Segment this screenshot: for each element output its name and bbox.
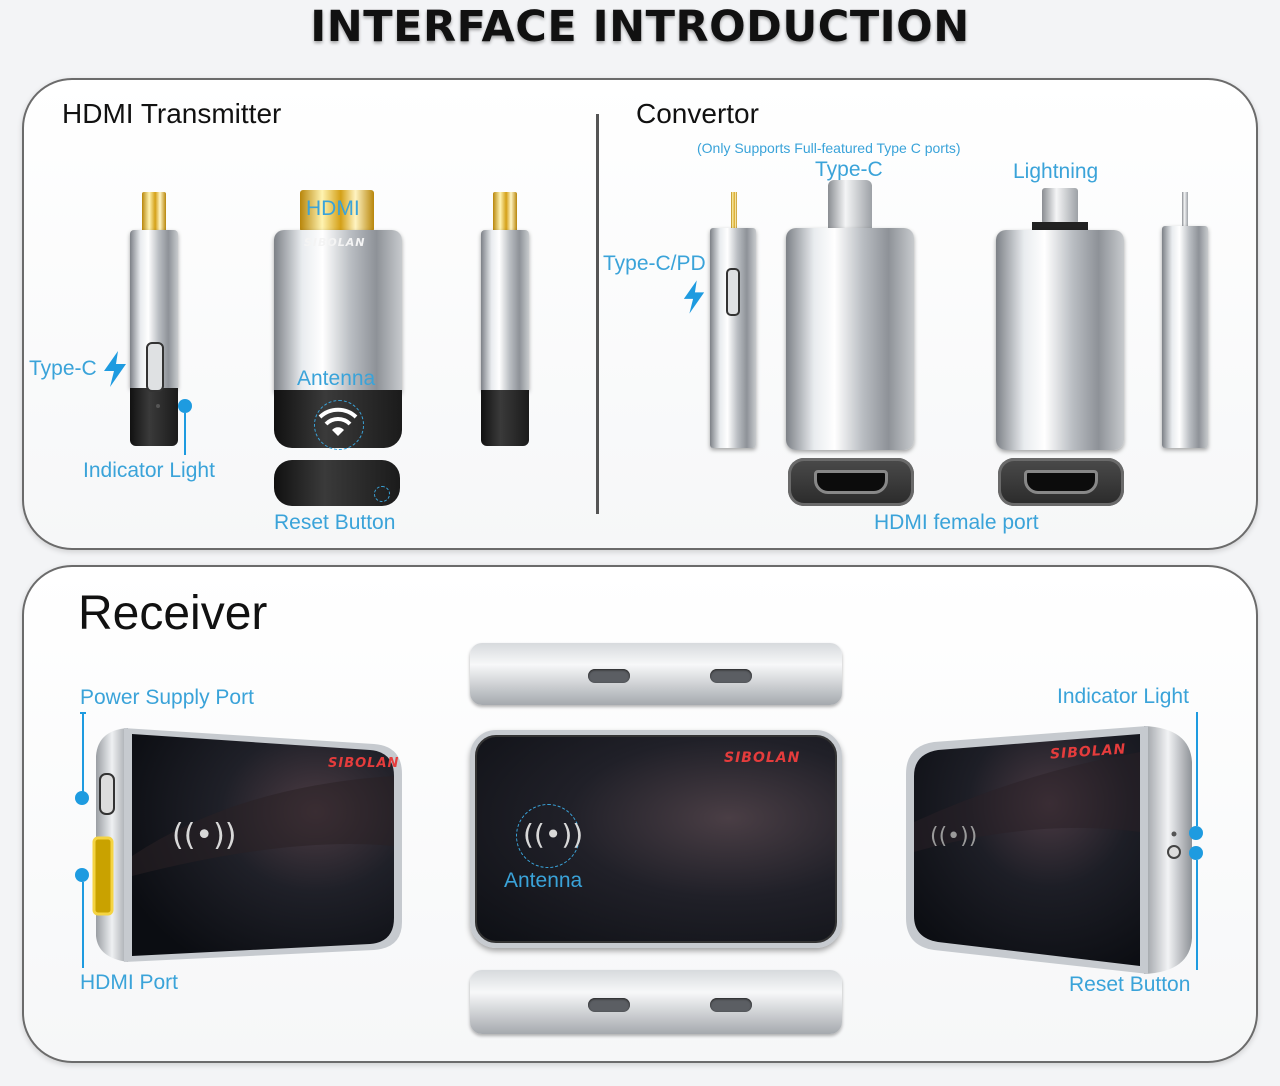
convertor-note: (Only Supports Full-featured Type C port… — [697, 140, 961, 156]
receiver-heading: Receiver — [78, 587, 268, 640]
power-port-marker — [75, 791, 89, 805]
hdmi-female-port-left — [788, 458, 914, 506]
lightning-bolt-icon — [683, 280, 705, 314]
hdmi-female-port-right — [998, 458, 1124, 506]
convertor-type-c-pd-label: Type-C/PD — [603, 252, 706, 275]
transmitter-cap — [130, 388, 178, 446]
receiver-right-angled-view — [906, 726, 1192, 974]
tx-hdmi-label: HDMI — [306, 197, 360, 220]
convertor-type-c — [786, 180, 916, 510]
type-c-port — [146, 342, 164, 392]
indicator-light — [156, 404, 160, 408]
receiver-top-edge-view — [470, 643, 842, 705]
receiver-top-slot-right — [710, 669, 752, 683]
transmitter-front-body — [274, 230, 402, 392]
receiver-center-brand: SIBOLAN — [724, 750, 801, 766]
indicator-light-marker — [1189, 826, 1203, 840]
type-c-pd-port — [726, 268, 740, 316]
page-title: INTERFACE INTRODUCTION — [310, 2, 970, 52]
lightning-side-body — [1162, 226, 1208, 448]
type-c-convertor-body — [786, 228, 914, 450]
transmitter-front-view: SIBOLAN — [274, 190, 402, 510]
rx-indicator-light-label: Indicator Light — [1057, 685, 1189, 708]
tx-reset-button-label: Reset Button — [274, 511, 396, 534]
hdmi-port-label: HDMI Port — [80, 971, 179, 994]
receiver-bottom-slot-right — [710, 998, 752, 1012]
hdmi-plug — [300, 190, 374, 232]
power-supply-port-label: Power Supply Port — [80, 686, 254, 709]
transmitter-pin-right — [493, 192, 517, 232]
convertor-side-view-lightning — [1162, 192, 1210, 450]
tx-type-c-label: Type-C — [29, 357, 97, 380]
lightning-side-pin — [1182, 192, 1188, 228]
indicator-light-leader — [1196, 712, 1198, 826]
convertor-heading: Convertor — [636, 98, 759, 129]
transmitter-heading: HDMI Transmitter — [62, 98, 282, 129]
indicator-light-marker — [178, 399, 192, 413]
transmitter-side-view-right — [481, 192, 529, 450]
antenna-waves-icon: ((•)) — [172, 818, 237, 853]
convertor-type-c-label: Type-C — [815, 158, 883, 181]
hdmi-female-port-label: HDMI female port — [874, 511, 1039, 534]
receiver-left-brand: SIBOLAN — [328, 756, 400, 771]
lightning-bolt-icon — [104, 351, 126, 387]
receiver-left-angled-view — [92, 728, 402, 962]
receiver-top-slot-left — [588, 669, 630, 683]
power-port-leader — [82, 712, 84, 792]
lightning-plug — [1042, 188, 1078, 224]
section-divider — [596, 114, 599, 514]
antenna-waves-icon: ((•)) — [930, 824, 978, 849]
transmitter-cap-right — [481, 390, 529, 446]
convertor-side-view-pd — [710, 192, 758, 450]
hdmi-port-marker — [75, 868, 89, 882]
rx-reset-button-label: Reset Button — [1069, 973, 1191, 996]
lightning-plug-base — [1032, 222, 1088, 230]
receiver-antenna-label: Antenna — [504, 869, 583, 892]
transmitter-pin — [142, 192, 166, 232]
hdmi-female-port-hole — [1024, 470, 1098, 494]
receiver-bottom-edge-view — [470, 970, 842, 1034]
antenna-waves-icon — [318, 407, 358, 436]
transmitter-brand-logo: SIBOLAN — [304, 236, 366, 249]
convertor-pd-pin — [731, 192, 737, 228]
tx-antenna-label: Antenna — [297, 367, 376, 390]
receiver-bottom-slot-left — [588, 998, 630, 1012]
antenna-waves-icon: ((•)) — [523, 818, 584, 851]
reset-button-highlight — [374, 486, 390, 502]
reset-button-leader — [1196, 860, 1198, 970]
hdmi-female-port-hole — [814, 470, 888, 494]
antenna-highlight — [314, 400, 364, 450]
transmitter-body-right — [481, 230, 529, 390]
convertor-lightning — [996, 188, 1126, 510]
type-c-plug — [828, 180, 872, 230]
convertor-lightning-label: Lightning — [1013, 160, 1099, 183]
indicator-light-leader — [184, 413, 186, 455]
hdmi-port-leader — [82, 882, 84, 968]
transmitter-side-view-left — [130, 192, 178, 450]
tx-indicator-light-label: Indicator Light — [83, 459, 215, 482]
reset-button-marker — [1189, 846, 1203, 860]
lightning-convertor-body — [996, 230, 1124, 450]
receiver-antenna-highlight — [516, 804, 580, 868]
convertor-pd-body — [710, 228, 756, 448]
